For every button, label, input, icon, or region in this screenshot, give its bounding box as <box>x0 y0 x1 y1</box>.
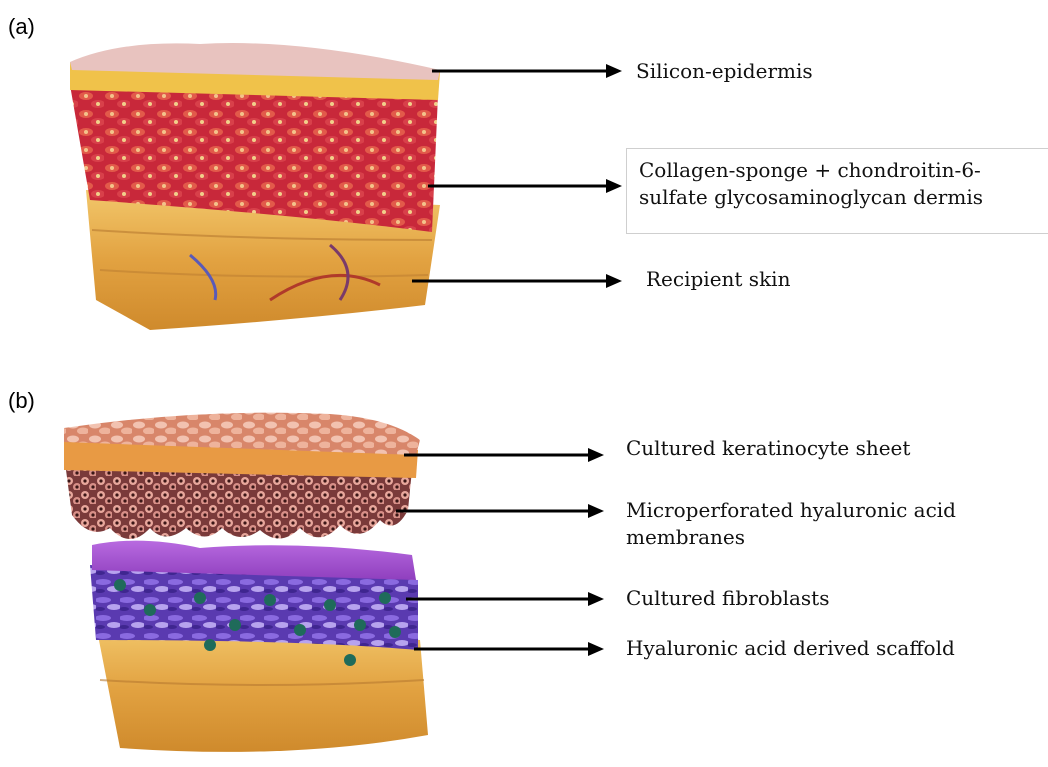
arrow-keratinocyte-sheet <box>404 448 604 462</box>
label-hyaluronic-membranes-line1: Microperforated hyaluronic acid <box>626 497 956 524</box>
label-collagen-dermis: Collagen-sponge + chondroitin-6- sulfate… <box>626 148 1048 234</box>
label-collagen-dermis-line2: sulfate glycosaminoglycan dermis <box>639 184 1037 211</box>
label-hyaluronic-scaffold: Hyaluronic acid derived scaffold <box>626 635 955 662</box>
arrow-silicon-epidermis <box>432 64 622 78</box>
label-recipient-skin: Recipient skin <box>646 266 790 293</box>
arrow-collagen-dermis <box>428 179 622 193</box>
panel-b-skin-block <box>64 413 428 752</box>
label-cultured-fibroblasts: Cultured fibroblasts <box>626 585 830 612</box>
panel-a-skin-block <box>70 43 440 330</box>
arrow-hyaluronic-scaffold <box>414 642 604 656</box>
label-hyaluronic-membranes: Microperforated hyaluronic acid membrane… <box>626 497 956 551</box>
label-hyaluronic-membranes-line2: membranes <box>626 524 956 551</box>
label-collagen-dermis-line1: Collagen-sponge + chondroitin-6- <box>639 157 1037 184</box>
arrow-recipient-skin <box>412 274 622 288</box>
arrow-cultured-fibroblasts <box>406 592 604 606</box>
arrow-hyaluronic-membranes <box>396 504 604 518</box>
label-silicon-epidermis: Silicon-epidermis <box>636 58 813 85</box>
label-keratinocyte-sheet: Cultured keratinocyte sheet <box>626 435 910 462</box>
